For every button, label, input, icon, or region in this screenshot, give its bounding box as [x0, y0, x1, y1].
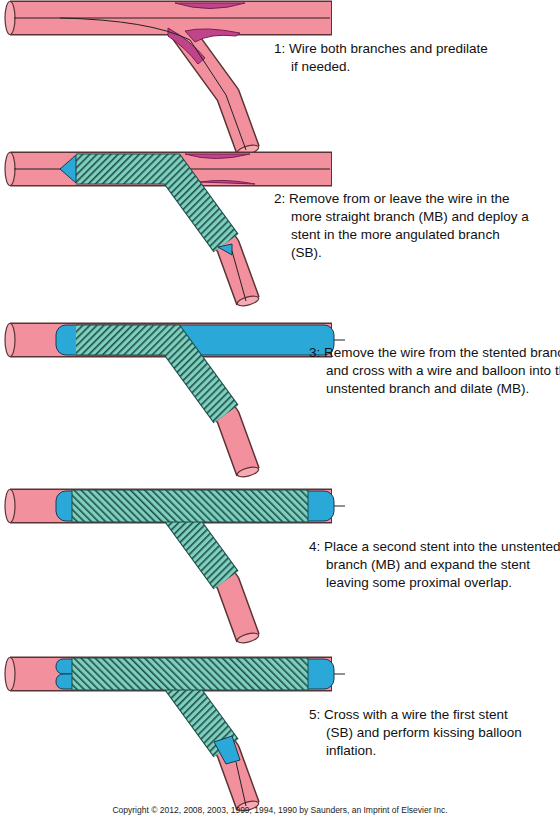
- copyright-note: Copyright © 2012, 2008, 2003, 1999, 1994…: [0, 805, 560, 815]
- panel-five: [5, 658, 345, 813]
- step-caption: 2: Remove from or leave the wire in the …: [274, 190, 529, 262]
- panel-three: [5, 324, 345, 479]
- step-caption: 5: Cross with a wire the first stent (SB…: [309, 706, 531, 760]
- panel-two: [5, 153, 332, 308]
- step-caption: 1: Wire both branches and predilate if n…: [274, 40, 496, 76]
- panel-four: [5, 490, 345, 645]
- step-caption: 3: Remove the wire from the stented bran…: [309, 344, 560, 398]
- panel-one: [5, 2, 332, 157]
- step-caption: 4: Place a second stent into the unstent…: [309, 538, 560, 592]
